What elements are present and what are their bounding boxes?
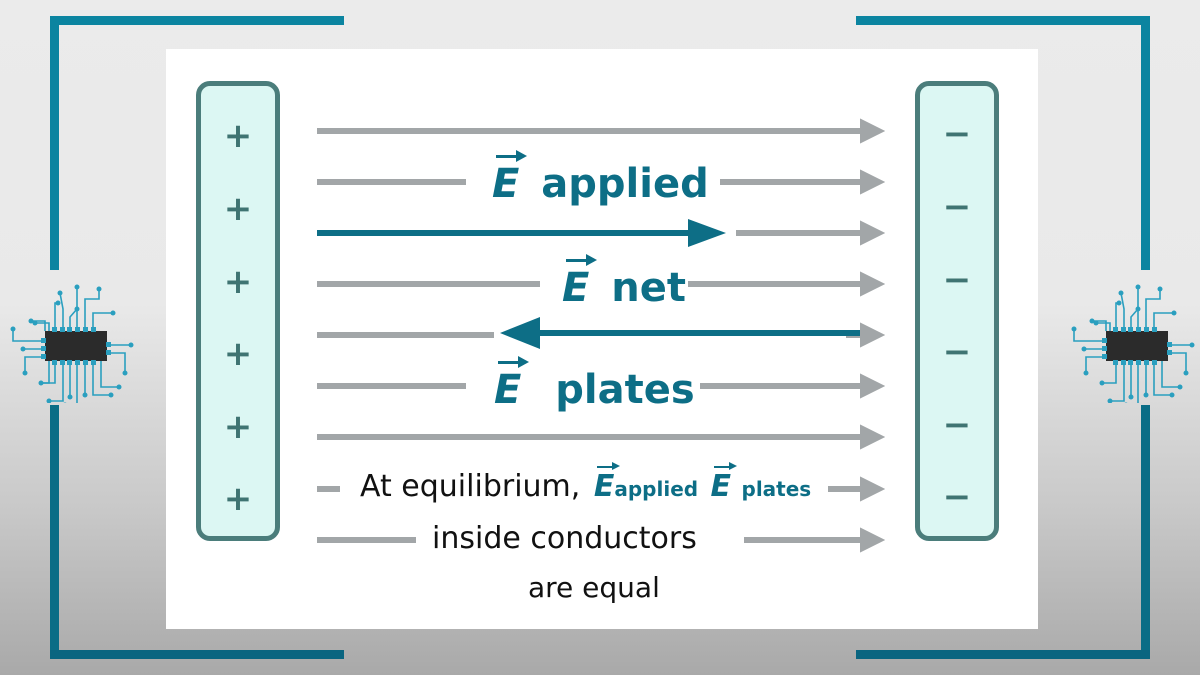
plus-sign: + [223, 262, 253, 302]
diagram-panel: + + + + + + − − − − − − E applied E net … [166, 49, 1038, 629]
microchip-icon [1071, 284, 1195, 403]
plus-sign: + [223, 334, 253, 374]
minus-sign: − [942, 260, 972, 300]
e-net-text: net [611, 265, 686, 311]
minus-sign: − [942, 114, 972, 154]
e-plates-subscript: plates [741, 477, 812, 501]
e-applied-label: E applied [492, 150, 709, 207]
e-vector-symbol: E [492, 150, 528, 207]
frame-bracket-top-left-vertical [50, 16, 59, 270]
equilibrium-note-line2: inside conductors [432, 521, 697, 556]
plus-sign: + [223, 189, 253, 229]
e-net-label: E net [562, 254, 686, 311]
frame-bracket-bottom-right-horizontal [856, 650, 1150, 659]
plus-sign: + [223, 407, 253, 447]
e-vector-symbol: E [710, 462, 737, 504]
e-applied-text: applied [541, 161, 709, 207]
plus-sign: + [223, 116, 253, 156]
e-vector-symbol: E [593, 462, 620, 504]
e-applied-subscript: applied [614, 477, 699, 501]
field-lines [317, 118, 886, 553]
e-vector-symbol: E [494, 356, 530, 413]
minus-sign: − [942, 332, 972, 372]
minus-sign: − [942, 405, 972, 445]
frame-bracket-top-right-horizontal [856, 16, 1150, 25]
e-plates-label: E plates [494, 356, 695, 413]
equilibrium-note-line3: are equal [528, 571, 660, 604]
frame-bracket-bottom-left-vertical [50, 405, 59, 659]
frame-bracket-bottom-left-horizontal [50, 650, 344, 659]
equilibrium-note-line1: At equilibrium, Eapplied E plates [360, 462, 812, 504]
frame-bracket-top-left-horizontal [50, 16, 344, 25]
negative-plate: − − − − − − [915, 81, 999, 541]
e-vector-symbol: E [562, 254, 598, 311]
positive-plate: + + + + + + [196, 81, 280, 541]
minus-sign: − [942, 477, 972, 517]
frame-bracket-top-right-vertical [1141, 16, 1150, 270]
minus-sign: − [942, 187, 972, 227]
microchip-icon [10, 284, 134, 403]
frame-bracket-bottom-right-vertical [1141, 405, 1150, 659]
note-prefix: At equilibrium, [360, 469, 581, 504]
plus-sign: + [223, 479, 253, 519]
e-plates-text: plates [555, 367, 695, 413]
